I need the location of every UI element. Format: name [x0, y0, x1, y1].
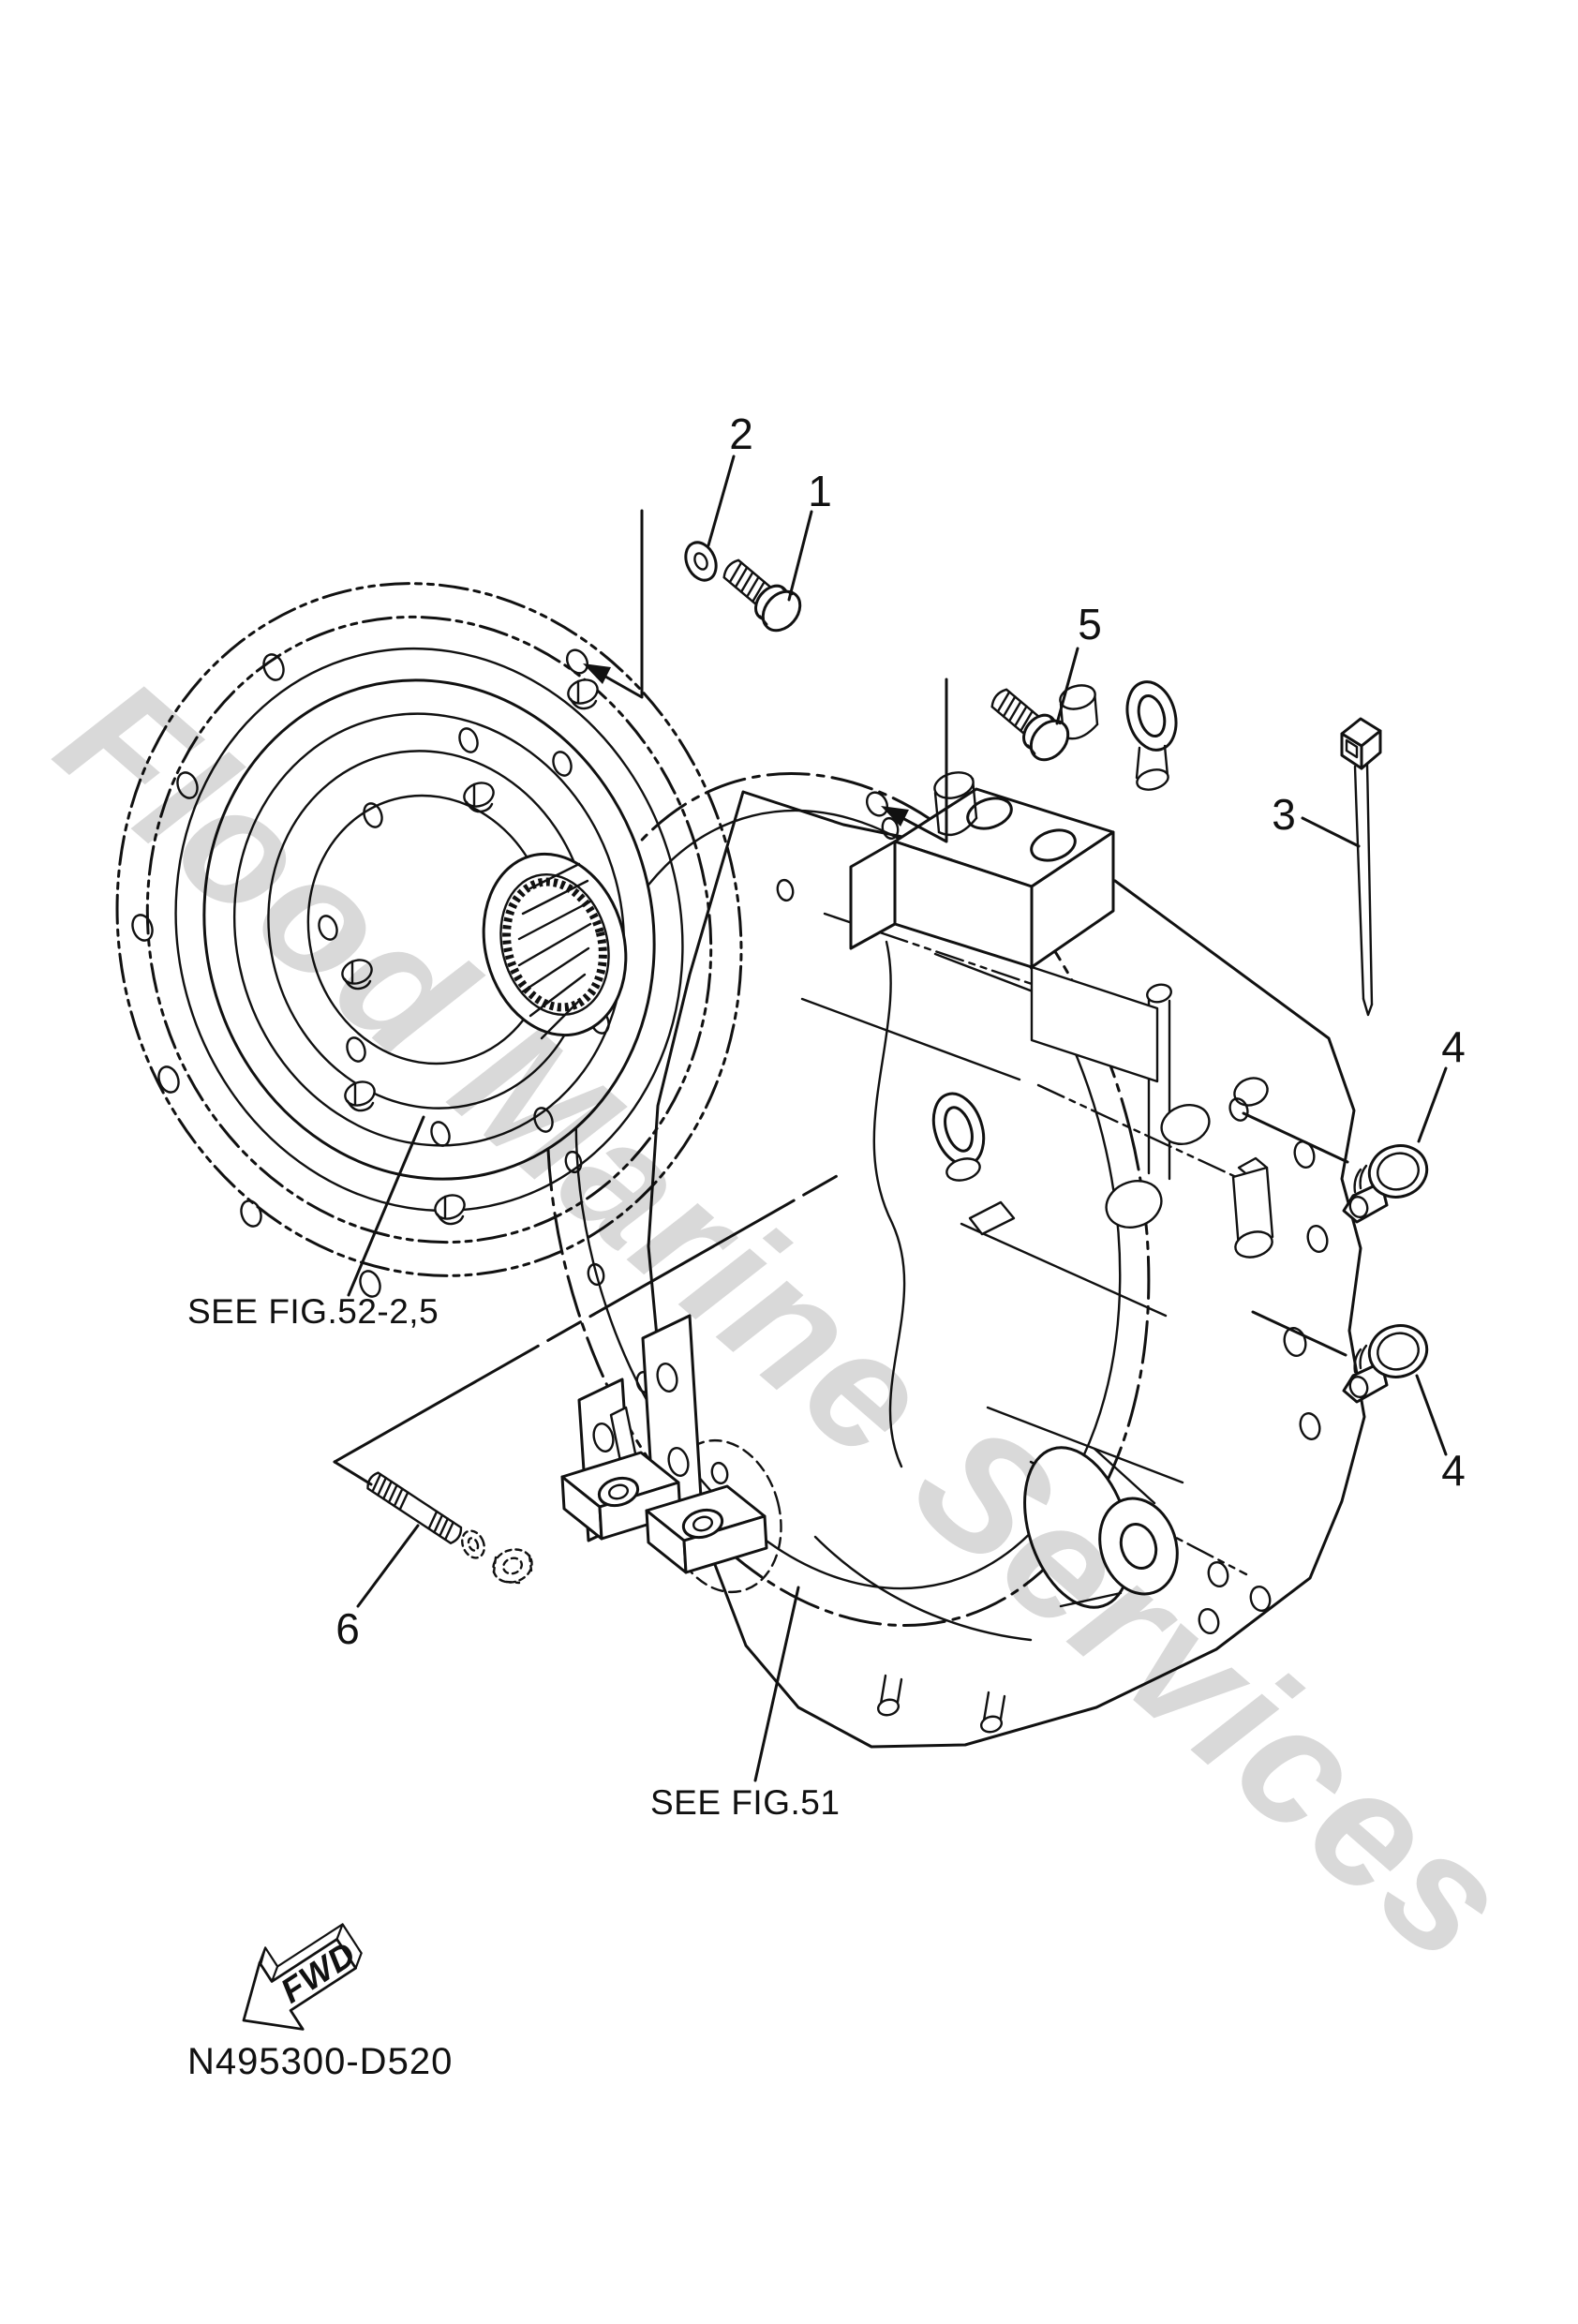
bolt-5-part — [990, 688, 1070, 762]
flywheel-housing-outer-ring — [115, 582, 743, 1277]
clamp-4-upper-part — [1342, 1144, 1429, 1224]
bell-housing-outer-rim — [545, 771, 1151, 1628]
cable-tie-3-part — [1340, 717, 1382, 1017]
breather-cylinder — [1059, 684, 1099, 740]
leader-ref-fig52 — [347, 1115, 425, 1297]
stud-nut-part — [492, 1548, 533, 1585]
leader-from-housing-4-lower — [1251, 1310, 1347, 1357]
target-hole-5 — [865, 791, 889, 817]
flexplate-edge-ring — [174, 647, 684, 1213]
mounting-feet — [560, 1314, 768, 1574]
ref-fig52-label: SEE FIG.52-2,5 — [187, 1292, 439, 1331]
witness-line-6-long — [333, 1174, 839, 1464]
bell-housing-inner-rim — [574, 809, 1122, 1590]
damper-plate-holes — [318, 727, 610, 1147]
callout-4-upper-label: 4 — [1441, 1022, 1466, 1071]
lifting-eyebolt — [1125, 680, 1178, 791]
callout-3-label: 3 — [1272, 790, 1296, 839]
bolt-1-part — [722, 559, 802, 633]
leader-callout-5 — [1055, 647, 1079, 725]
flexplate-outer-holes — [131, 653, 381, 1298]
case-eye-boss — [931, 1092, 986, 1182]
fwd-arrow-label: FWD — [274, 1934, 363, 2011]
transmission-housing — [545, 680, 1366, 1749]
target-hole-4-upper — [1228, 1097, 1249, 1122]
round-cover-hidden — [664, 1438, 782, 1594]
flywheel-housing-inner-ring — [145, 615, 713, 1244]
fwd-arrow: FWD — [242, 1923, 363, 2031]
callout-4-lower-label: 4 — [1441, 1446, 1466, 1495]
damper-plate-outer — [202, 678, 656, 1181]
leader-arrowhead-5 — [881, 806, 909, 827]
leader-callout-3 — [1301, 816, 1361, 848]
solenoid-valve — [1231, 1156, 1274, 1259]
housing-bosses — [1105, 1077, 1329, 1635]
leader-arrowhead-1 — [583, 663, 611, 684]
spline-bore-hatch — [517, 862, 592, 1040]
callout-5-label: 5 — [1078, 600, 1102, 648]
output-coupling — [1023, 1446, 1179, 1609]
mount-bracket-top — [849, 787, 1159, 1083]
washer-2-part — [684, 541, 718, 582]
leader-callout-1 — [787, 510, 813, 602]
filler-neck — [933, 771, 978, 837]
callout-2-label: 2 — [729, 410, 753, 458]
leader-ref-fig51 — [753, 1586, 800, 1782]
witness-line-1 — [590, 509, 644, 699]
ref-fig51-label: SEE FIG.51 — [650, 1783, 840, 1822]
leader-lines — [333, 454, 1448, 1782]
leader-callout-4-upper — [1417, 1066, 1448, 1143]
witness-line-6-short — [333, 1460, 373, 1486]
housing-label-pad — [968, 1200, 1016, 1236]
callout-6-label: 6 — [335, 1604, 360, 1653]
clamp-4-lower-part — [1342, 1324, 1429, 1404]
leader-from-housing-4-upper — [1242, 1111, 1349, 1164]
target-hole-1 — [565, 648, 589, 675]
flywheel-damper-assembly — [115, 582, 743, 1298]
callout-1-label: 1 — [808, 467, 832, 515]
stud-washer-part — [461, 1529, 485, 1559]
leader-callout-4-lower — [1415, 1374, 1448, 1456]
drawing-code-label: N495300-D520 — [187, 2041, 453, 2082]
leader-callout-6 — [356, 1524, 420, 1608]
stud-6-part — [366, 1471, 463, 1544]
witness-line-5 — [888, 678, 948, 843]
spline-hub — [482, 852, 628, 1040]
bottom-studs — [876, 1674, 1006, 1734]
damper-hex-bolts — [341, 678, 599, 1226]
damper-ring-2 — [232, 712, 626, 1147]
leader-callout-2 — [707, 454, 736, 547]
